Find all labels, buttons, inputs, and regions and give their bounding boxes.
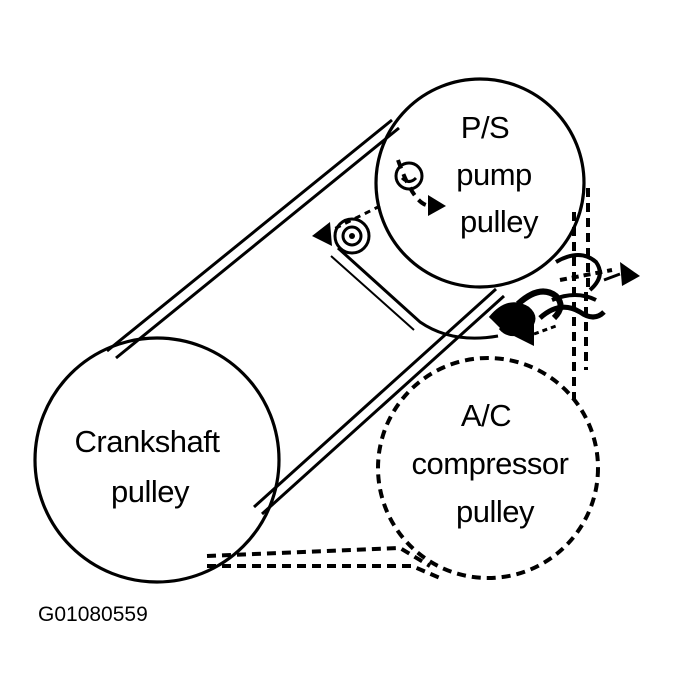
ac-compressor-pulley-circle <box>376 356 600 580</box>
ps-pump-pulley-circle <box>374 77 586 289</box>
ac-compressor-label-line2: compressor <box>412 446 569 481</box>
ac-belt-bottom-run <box>206 545 441 580</box>
scribble-arrow-upper <box>603 262 640 286</box>
ps-pump-label-line2: pump <box>456 157 532 192</box>
crankshaft-label-line2: pulley <box>111 474 190 509</box>
ps-pump-label-line1: P/S <box>461 110 509 145</box>
belt-scribble-cluster <box>488 253 613 336</box>
ac-belt-dashed-run <box>572 188 590 400</box>
crankshaft-pulley-circle <box>33 336 281 584</box>
scribble-arrow-lower <box>514 324 557 346</box>
belt-upper-run <box>106 118 400 360</box>
belt-lower-run <box>252 287 506 516</box>
belt-idler-path <box>336 246 499 340</box>
figure-code: G01080559 <box>38 603 148 626</box>
tension-direction-arrow-right <box>396 159 446 216</box>
crankshaft-pulley: Crankshaft pulley <box>33 336 281 584</box>
ac-compressor-label-line1: A/C <box>461 398 511 433</box>
crankshaft-label-line1: Crankshaft <box>75 424 221 459</box>
ps-pump-pulley: P/S pump pulley <box>374 77 586 289</box>
ac-compressor-pulley: A/C compressor pulley <box>376 356 600 580</box>
ps-pump-label-line3: pulley <box>460 204 539 239</box>
belt-idler-edge <box>330 255 415 331</box>
tension-direction-arrow-left <box>312 204 381 246</box>
tensioner-icon <box>333 217 371 255</box>
ac-compressor-label-line3: pulley <box>456 494 535 529</box>
